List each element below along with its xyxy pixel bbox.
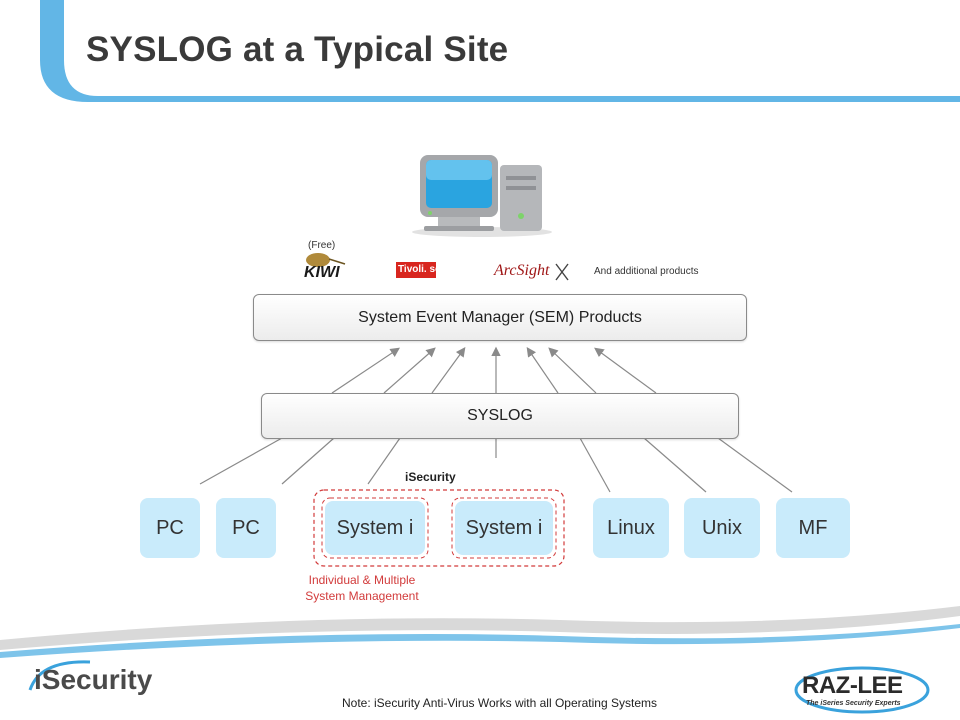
node-linux: Linux: [593, 498, 669, 558]
arcsight-mark-icon: [555, 263, 569, 281]
footer-note: Note: iSecurity Anti-Virus Works with al…: [342, 696, 657, 710]
isecurity-logo-swoosh: [28, 660, 91, 691]
group-caption-line-1: Individual & Multiple: [308, 573, 416, 587]
tivoli-logo: Tivoli. software: [398, 264, 471, 275]
isecurity-group-outline: [313, 489, 565, 567]
group-caption-line-2: System Management: [305, 589, 419, 603]
system-i-2-outline: [451, 497, 557, 559]
system-i-1-outline: [321, 497, 429, 559]
free-note: (Free): [308, 240, 336, 251]
node-unix: Unix: [684, 498, 760, 558]
footer-wave-blue: [0, 624, 960, 658]
isecurity-label: iSecurity: [405, 470, 456, 484]
footer-wave-gray: [0, 606, 960, 650]
group-caption: Individual & Multiple System Management: [282, 572, 442, 604]
sem-products-box: System Event Manager (SEM) Products: [253, 294, 747, 341]
additional-products-label: And additional products: [594, 266, 699, 277]
node-pc-1: PC: [140, 498, 200, 558]
node-system-i-1: System i: [325, 501, 425, 555]
raz-lee-tagline: The iSeries Security Experts: [806, 700, 901, 707]
node-mf: MF: [776, 498, 850, 558]
raz-lee-logo-swoosh: [794, 666, 930, 714]
page-title: SYSLOG at a Typical Site: [86, 30, 509, 69]
raz-lee-logo: RAZ-LEE: [802, 672, 903, 699]
node-connectors: [199, 437, 793, 493]
arcsight-logo: ArcSight: [494, 262, 550, 279]
computer-icon: [412, 155, 552, 237]
kiwi-logo: KIWI: [304, 264, 340, 281]
tivoli-logo-block: [396, 262, 436, 278]
node-pc-2: PC: [216, 498, 276, 558]
node-system-i-2: System i: [455, 501, 553, 555]
syslog-to-sem-arrows: [331, 346, 657, 394]
kiwi-bird-icon: [306, 253, 346, 267]
syslog-box: SYSLOG: [261, 393, 739, 439]
isecurity-footer-logo: iSecurity: [34, 664, 153, 695]
